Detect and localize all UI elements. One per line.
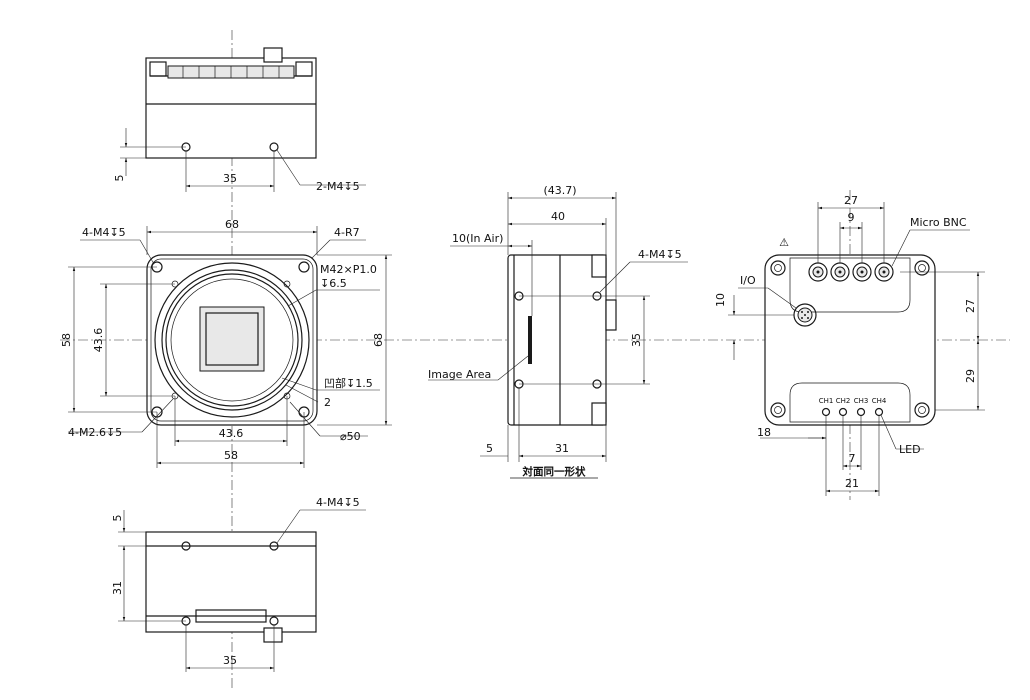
front-height-dim: 68	[372, 333, 385, 347]
rear-corner-hole-bl	[770, 402, 786, 418]
front-diameter-callout: ⌀50	[340, 430, 361, 443]
rear-upper-dim: 27	[964, 299, 977, 313]
led-ch2	[838, 407, 848, 417]
side-edge-dim: 5	[486, 442, 493, 455]
side-body-dim: 40	[551, 210, 565, 223]
rear-led-pitch-dim: 7	[849, 452, 856, 465]
led-ch3	[856, 407, 866, 417]
front-recess-callout: 凹部↧1.5	[324, 376, 373, 390]
rear-corner-hole-br	[914, 402, 930, 418]
led-indicators: CH1 CH2 CH3 CH4	[819, 397, 887, 417]
front-corner-holes-callout: 4-M4↧5	[82, 226, 126, 239]
top-view: 35 5 2-M4↧5	[113, 47, 366, 193]
rear-corner-hole-tr	[914, 260, 930, 276]
io-label: I/O	[740, 274, 756, 287]
top-edge-offset: 5	[113, 175, 126, 182]
side-in-air-dim: 10(In Air)	[452, 232, 503, 245]
front-mount-callout-2: ↧6.5	[320, 277, 347, 290]
led-ch1	[821, 407, 831, 417]
channel-label-4: CH4	[872, 397, 887, 405]
io-connector	[793, 303, 817, 327]
side-view: (43.7) 40 10(In Air) 35 5 31 4-M4↧5 Imag…	[428, 184, 688, 479]
rear-bnc-span-dim: 27	[844, 194, 858, 207]
front-outer-horizontal-dim: 58	[224, 449, 238, 462]
channel-label-1: CH1	[819, 397, 834, 405]
top-holes-callout: 2-M4↧5	[316, 180, 360, 193]
top-fins	[167, 65, 295, 79]
top-hole-pitch: 35	[223, 172, 237, 185]
bottom-hole-tr	[269, 541, 279, 551]
front-chamfer-callout: 2	[324, 396, 331, 409]
bottom-edge-offset: 5	[111, 515, 124, 522]
side-hole-pitch: 35	[630, 333, 643, 347]
front-outer-vertical-dim: 58	[60, 333, 73, 347]
rear-led-left-dim: 18	[757, 426, 771, 439]
bottom-holes-callout: 4-M4↧5	[316, 496, 360, 509]
rear-view: CH1 CH2 CH3 CH4 27 9 Micro BNC ⚠ I/O 10 …	[714, 194, 985, 496]
image-area-marker	[528, 316, 532, 364]
bottom-hole-pitch: 35	[223, 654, 237, 667]
channel-label-2: CH2	[836, 397, 851, 405]
rear-corner-hole-tl	[770, 260, 786, 276]
front-small-hole-tr	[283, 280, 291, 288]
front-corner-hole-tr	[298, 261, 310, 273]
rear-led-span-dim: 21	[845, 477, 859, 490]
side-overall-dim: (43.7)	[543, 184, 576, 197]
side-holes-callout: 4-M4↧5	[638, 248, 682, 261]
warning-icon: ⚠	[779, 236, 789, 249]
rear-bnc-pitch-dim: 9	[848, 211, 855, 224]
channel-label-3: CH3	[854, 397, 869, 405]
bottom-view: 35 5 31 4-M4↧5	[111, 496, 366, 672]
rear-lower-dim: 29	[964, 369, 977, 383]
bottom-depth-dim: 31	[111, 581, 124, 595]
front-corner-radius-callout: 4-R7	[334, 226, 360, 239]
front-width-dim: 68	[225, 218, 239, 231]
rear-io-offset-dim: 10	[714, 293, 727, 307]
front-inner-horizontal-dim: 43.6	[219, 427, 244, 440]
micro-bnc-label: Micro BNC	[910, 216, 967, 229]
side-rear-dim: 31	[555, 442, 569, 455]
image-area-label: Image Area	[428, 368, 491, 381]
side-note: 対面同一形状	[522, 465, 586, 478]
front-view: 68 68 58 43.6 43.6 58 4-M4↧5 4-R7	[60, 218, 392, 468]
front-mount-callout-1: M42×P1.0	[320, 263, 377, 276]
led-label: LED	[899, 443, 921, 456]
front-inner-vertical-dim: 43.6	[92, 328, 105, 353]
led-ch4	[874, 407, 884, 417]
front-small-holes-callout: 4-M2.6↧5	[68, 426, 122, 439]
